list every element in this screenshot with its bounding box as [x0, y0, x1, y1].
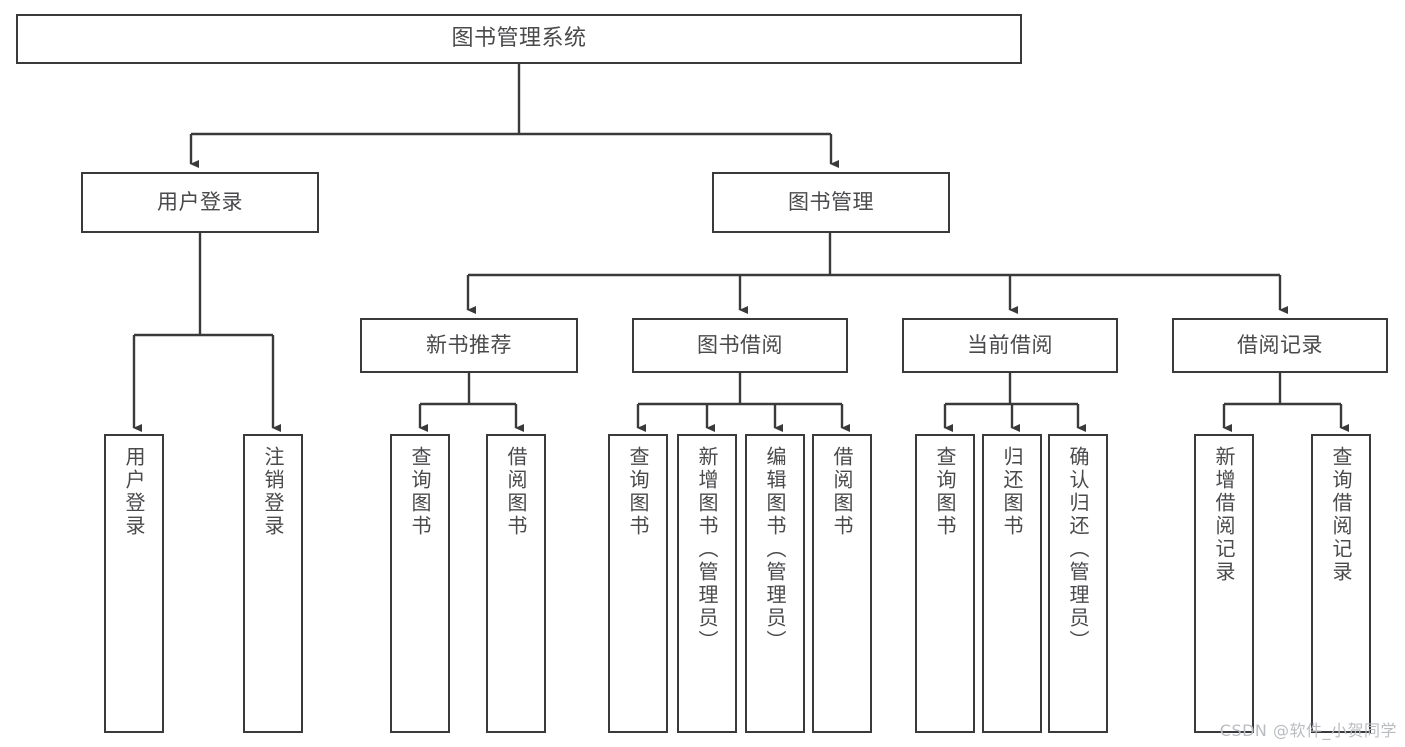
node-book-manage[interactable]: 图书管理 — [712, 172, 950, 233]
node-label: 查询图书 — [408, 446, 432, 538]
node-user-login[interactable]: 用户登录 — [81, 172, 319, 233]
node-leaf-add-book[interactable]: 新增图书（管理员） — [677, 434, 737, 733]
node-label: 确认归还（管理员） — [1066, 446, 1090, 653]
node-leaf-confirm-return[interactable]: 确认归还（管理员） — [1048, 434, 1108, 733]
node-leaf-logout-login[interactable]: 注销登录 — [243, 434, 303, 733]
node-new-book-recommend[interactable]: 新书推荐 — [360, 318, 578, 373]
node-borrow-record[interactable]: 借阅记录 — [1172, 318, 1388, 373]
node-label: 归还图书 — [1000, 446, 1024, 538]
node-leaf-query-book-1[interactable]: 查询图书 — [390, 434, 450, 733]
node-leaf-user-login[interactable]: 用户登录 — [104, 434, 164, 733]
node-label: 用户登录 — [122, 446, 146, 538]
node-label: 新增图书（管理员） — [695, 446, 719, 653]
node-leaf-borrow-book-1[interactable]: 借阅图书 — [486, 434, 546, 733]
node-label: 查询图书 — [933, 446, 957, 538]
node-current-borrow[interactable]: 当前借阅 — [902, 318, 1118, 373]
node-label: 新增借阅记录 — [1212, 446, 1236, 584]
node-book-borrow[interactable]: 图书借阅 — [632, 318, 848, 373]
node-label: 借阅图书 — [830, 446, 854, 538]
node-label: 查询图书 — [626, 446, 650, 538]
node-leaf-borrow-book-2[interactable]: 借阅图书 — [812, 434, 872, 733]
node-leaf-edit-book[interactable]: 编辑图书（管理员） — [745, 434, 805, 733]
node-label: 注销登录 — [261, 446, 285, 538]
node-leaf-query-book-2[interactable]: 查询图书 — [608, 434, 668, 733]
node-label: 查询借阅记录 — [1329, 446, 1353, 584]
node-label: 图书管理 — [788, 190, 874, 215]
node-label: 借阅图书 — [504, 446, 528, 538]
node-label: 图书借阅 — [697, 333, 783, 358]
node-label: 借阅记录 — [1237, 333, 1323, 358]
node-label: 新书推荐 — [426, 333, 512, 358]
node-root-system[interactable]: 图书管理系统 — [16, 14, 1022, 64]
node-leaf-return-book[interactable]: 归还图书 — [982, 434, 1042, 733]
node-label: 用户登录 — [157, 190, 243, 215]
node-label: 图书管理系统 — [451, 26, 587, 52]
node-leaf-add-record[interactable]: 新增借阅记录 — [1194, 434, 1254, 733]
node-leaf-query-book-3[interactable]: 查询图书 — [915, 434, 975, 733]
node-label: 当前借阅 — [967, 333, 1053, 358]
node-label: 编辑图书（管理员） — [763, 446, 787, 653]
node-leaf-query-record[interactable]: 查询借阅记录 — [1311, 434, 1371, 733]
